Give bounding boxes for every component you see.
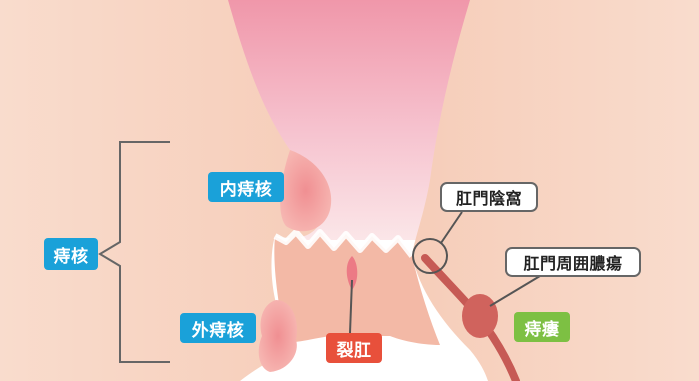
internal-hemorrhoid-lump — [280, 150, 332, 232]
anal-fissure-label: 裂肛 — [326, 333, 382, 363]
anal-fissure-mark — [346, 256, 358, 290]
lower-canal-tissue — [274, 232, 440, 345]
abscess — [462, 294, 498, 338]
anal-crypt-marker — [412, 238, 448, 274]
hemorrhoid-bracket — [98, 141, 170, 363]
internal-hemorrhoid-label: 内痔核 — [208, 172, 284, 202]
leader-abscess — [489, 275, 541, 307]
leader-fissure — [349, 279, 353, 334]
external-hemorrhoid-lump — [258, 300, 298, 372]
external-hemorrhoid-label: 外痔核 — [180, 313, 256, 343]
hemorrhoid-label: 痔核 — [44, 238, 98, 270]
anal-crypt-label: 肛門陰窩 — [440, 182, 538, 212]
dentate-line — [273, 229, 415, 258]
right-buttock — [412, 0, 699, 381]
perianal-abscess-label: 肛門周囲膿瘍 — [505, 247, 641, 277]
leader-crypt — [440, 211, 463, 244]
anal-fistula-label: 痔瘻 — [514, 312, 570, 342]
left-buttock — [0, 0, 326, 381]
